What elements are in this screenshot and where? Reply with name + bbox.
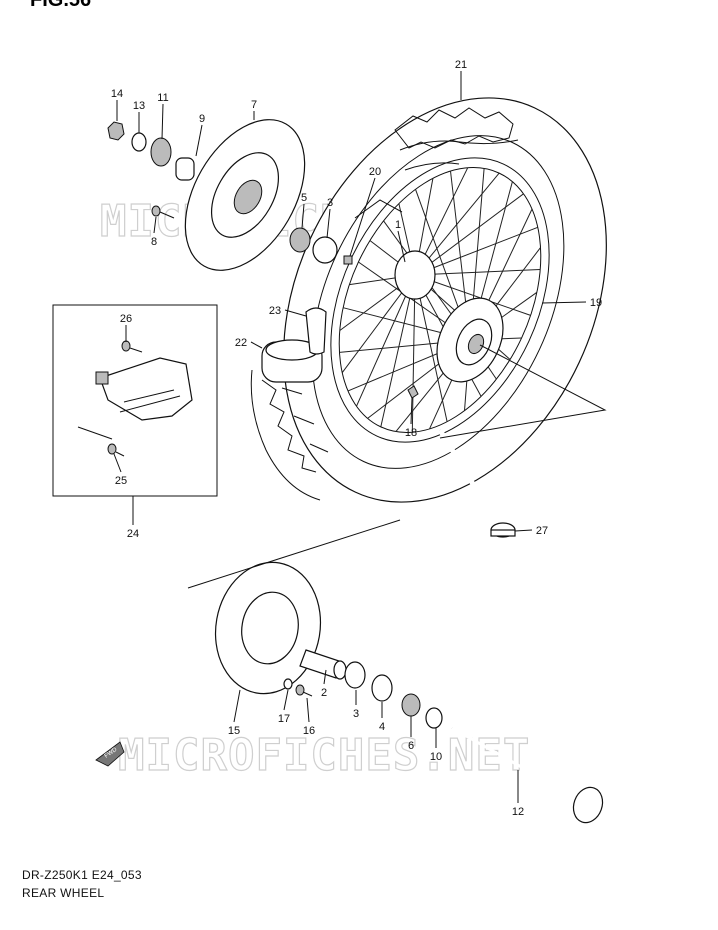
callout-label: 15: [228, 725, 240, 737]
tire: [250, 97, 607, 503]
part-11-drive: [150, 137, 172, 167]
callout-label: 22: [235, 337, 247, 349]
leader-line: [410, 397, 413, 425]
callout-label: 26: [120, 313, 132, 325]
part-16-bolt: [295, 684, 313, 697]
part-8-bolt: [151, 205, 175, 219]
callout-label: 8: [151, 236, 157, 248]
callout-label: 18: [405, 427, 417, 439]
part-6-seal: [401, 693, 421, 717]
part-20-valve: [343, 255, 353, 265]
callout-label: 10: [430, 751, 442, 763]
callout-label: 7: [251, 99, 257, 111]
leader-line: [153, 216, 157, 234]
leader-line: [306, 697, 310, 723]
callout-label: 2: [321, 687, 327, 699]
callout-label: 27: [536, 525, 548, 537]
callout-label: 1: [395, 219, 401, 231]
callout-label: 3: [353, 708, 359, 720]
spoke: [414, 274, 448, 422]
leader-line: [284, 309, 307, 317]
callout-label: 5: [301, 192, 307, 204]
part-3-bearing-top: [312, 236, 338, 264]
chain-guard-box: [52, 304, 218, 497]
callout-label: 17: [278, 713, 290, 725]
part-18-bolt: [407, 385, 419, 399]
callout-label: 20: [369, 166, 381, 178]
figure-header: FIG.56: [30, 0, 91, 11]
part-24-chain-guard: [95, 357, 193, 421]
part-5-seal: [289, 227, 311, 253]
leader-line: [233, 689, 241, 723]
part-3-bearing-bottom: [344, 661, 366, 689]
callout-label: 13: [133, 100, 145, 112]
callout-label: 3: [327, 197, 333, 209]
leader-line: [283, 689, 289, 711]
leader-line: [397, 230, 406, 263]
part-15-sprocket: [214, 561, 322, 695]
leader-line: [323, 669, 327, 685]
callout-label: 14: [111, 88, 123, 100]
leader-line: [250, 341, 263, 349]
part-26-bolt: [121, 340, 143, 353]
callout-label: 6: [408, 740, 414, 752]
callout-label: 9: [199, 113, 205, 125]
watermark-bottom: MICROFICHES.NET: [118, 730, 530, 781]
part-27-cap: [437, 428, 516, 538]
callout-label: 24: [127, 528, 139, 540]
leader-line: [113, 453, 122, 473]
part-17-washer: [283, 678, 293, 690]
callout-label: 12: [512, 806, 524, 818]
diagram-code: DR-Z250K1 E24_053: [22, 868, 142, 882]
leader-line: [326, 208, 331, 239]
spoke: [414, 269, 541, 276]
diagram-title: REAR WHEEL: [22, 886, 105, 900]
part-14-nut: [107, 121, 125, 141]
part-9-spacer: [175, 157, 195, 181]
leader-line: [349, 177, 376, 257]
callout-label: 19: [590, 297, 602, 309]
spoke: [356, 274, 416, 407]
callout-label: 4: [379, 721, 385, 733]
callout-label: 25: [115, 475, 127, 487]
spoke: [414, 226, 538, 276]
part-13-washer: [131, 132, 147, 152]
part-12-axle: [451, 726, 604, 824]
part-25-bolt: [107, 443, 125, 457]
leader-line: [301, 203, 305, 229]
leader-line: [161, 103, 164, 140]
callout-label: 23: [269, 305, 281, 317]
part-23-rim-band: [305, 307, 327, 355]
part-4-bearing: [371, 674, 393, 702]
leader-line: [514, 529, 533, 532]
leader-line: [541, 301, 587, 304]
callout-label: 11: [157, 92, 168, 104]
spoke: [414, 193, 524, 276]
spoke: [380, 274, 416, 428]
part-2-spacer: [299, 649, 347, 680]
callout-label: 21: [455, 59, 467, 71]
part-7-brake-disc: [184, 119, 306, 271]
callout-label: 16: [303, 725, 315, 737]
part-10-collar: [425, 707, 443, 729]
leader-line: [195, 124, 203, 157]
